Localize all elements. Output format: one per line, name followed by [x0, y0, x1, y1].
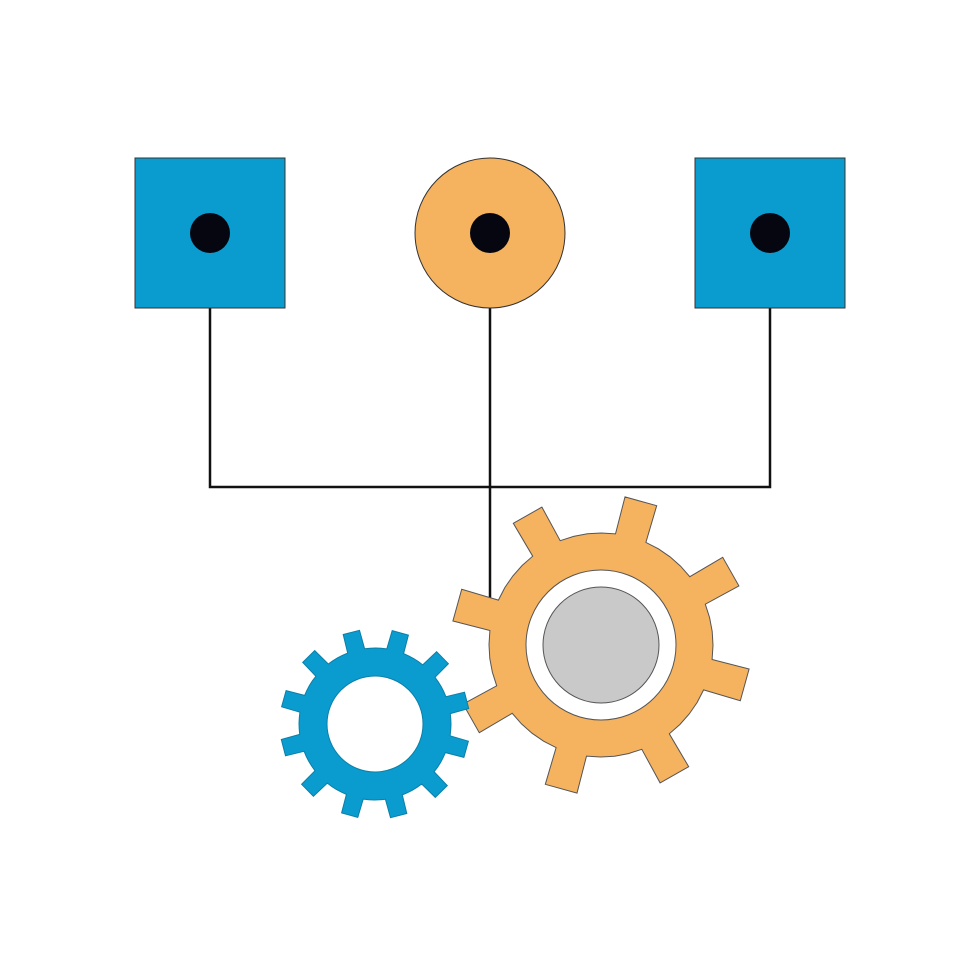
left-node-dot: [190, 213, 230, 253]
center-node-dot: [470, 213, 510, 253]
orange-gear-body: [452, 496, 750, 794]
connector-left: [208, 308, 490, 489]
connector-right: [490, 308, 772, 489]
blue-gear-icon: [280, 629, 470, 819]
blue-gear-body: [280, 629, 470, 819]
connectors: [208, 308, 772, 605]
node-right: [694, 157, 846, 309]
orange-gear-icon: [452, 496, 750, 794]
orange-gear-hub: [542, 586, 660, 704]
node-center: [414, 157, 566, 309]
right-node-dot: [750, 213, 790, 253]
node-left: [134, 157, 286, 309]
